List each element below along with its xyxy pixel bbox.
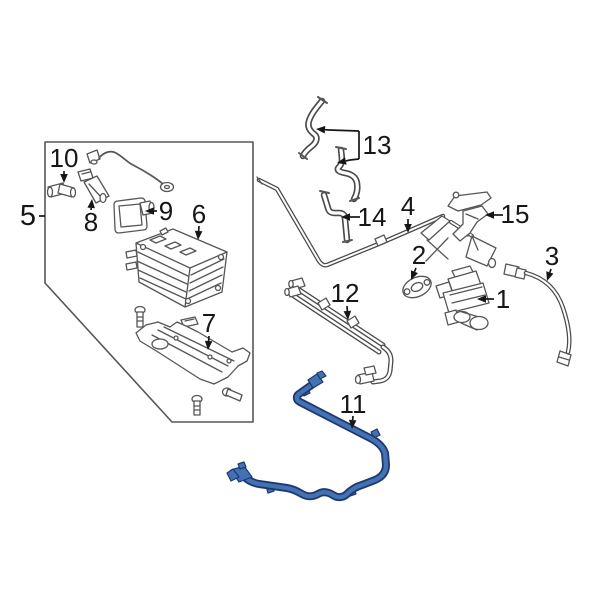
part-15-bracket (447, 191, 492, 242)
part-number-text: 2 (412, 240, 426, 270)
part-label-15[interactable]: 15 (485, 199, 529, 229)
part-label-3[interactable]: 3 (545, 241, 559, 281)
part-number-text: 12 (331, 278, 360, 308)
part-10-connector (46, 182, 77, 198)
part-number-text: 4 (401, 191, 415, 221)
part-label-1[interactable]: 1 (477, 284, 510, 314)
part-13-hoses (298, 96, 361, 203)
part-number-text: 10 (50, 143, 79, 173)
part-label-13[interactable]: 13 (316, 125, 392, 165)
part-9-grommet (113, 197, 155, 234)
part-number-text: 15 (501, 199, 530, 229)
part-label-9[interactable]: 9 (145, 196, 173, 226)
part-label-14[interactable]: 14 (341, 202, 386, 232)
part-label-2[interactable]: 2 (410, 240, 426, 280)
part-1-egr-valve (435, 265, 490, 331)
part-number-text: 3 (545, 241, 559, 271)
part-label-4[interactable]: 4 (401, 191, 415, 233)
part-number-text: 14 (358, 202, 387, 232)
part-3-hose (503, 263, 572, 367)
part-12-tube-assembly (284, 277, 394, 385)
part-number-text: 5 (20, 200, 36, 232)
part-2-gasket (402, 275, 432, 299)
part-label-12[interactable]: 12 (331, 278, 360, 320)
part-7-skid-plate (134, 305, 251, 416)
part-number-text: 7 (202, 308, 216, 338)
part-label-6[interactable]: 6 (192, 199, 206, 240)
canister-wire-harness (86, 149, 175, 193)
part-label-8[interactable]: 8 (84, 199, 98, 237)
part-5-enclosure-box (44, 141, 254, 423)
part-number-text: 1 (496, 284, 510, 314)
part-6-vapor-canister (125, 227, 228, 308)
part-label-5[interactable]: 5 (20, 200, 45, 232)
part-label-7[interactable]: 7 (202, 308, 216, 350)
part-number-text: 6 (192, 199, 206, 229)
part-number-text: 8 (84, 207, 98, 237)
part-number-text: 11 (340, 389, 367, 419)
part-11-highlighted-tube (226, 370, 390, 502)
part-label-10[interactable]: 10 (50, 143, 79, 183)
part-number-text: 13 (363, 130, 392, 160)
part-label-11[interactable]: 11 (340, 389, 367, 429)
part-number-text: 9 (159, 196, 173, 226)
part-8-valve (77, 168, 110, 204)
